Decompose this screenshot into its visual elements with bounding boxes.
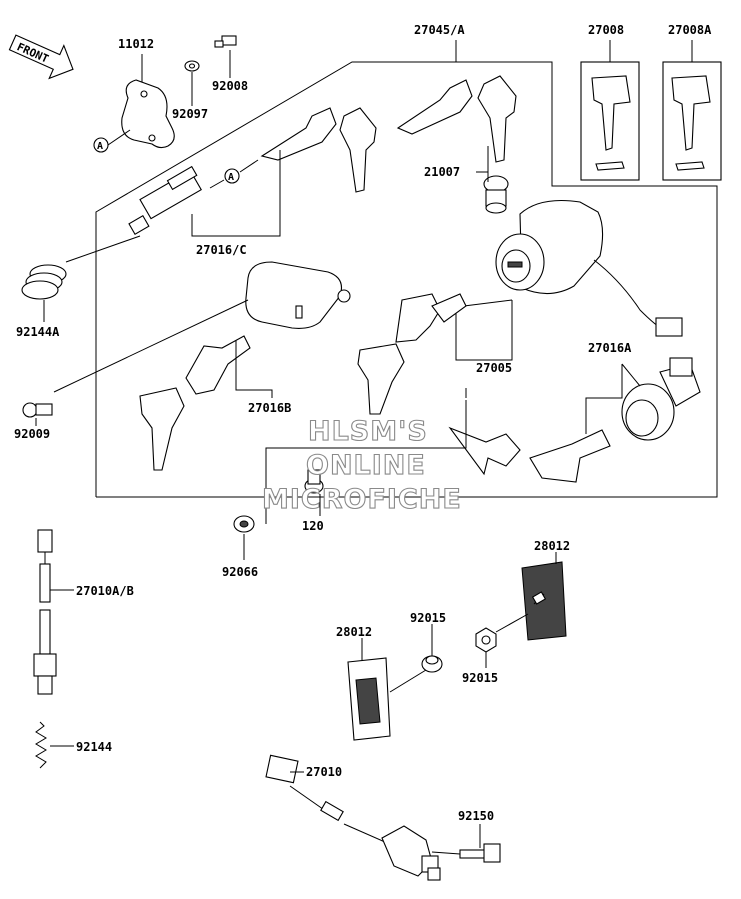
label-27016c: 27016/C xyxy=(196,243,247,257)
part-key-pair-27016c xyxy=(260,107,377,193)
label-27016b: 27016B xyxy=(248,401,291,415)
svg-text:MICROFICHE: MICROFICHE xyxy=(262,484,462,515)
label-27008: 27008 xyxy=(588,23,624,37)
part-key-cylinder-27016c xyxy=(128,165,202,235)
label-92009: 92009 xyxy=(14,427,50,441)
label-27005: 27005 xyxy=(476,361,512,375)
part-key-card-27008a xyxy=(662,61,722,181)
part-spring-92144a xyxy=(21,264,67,300)
part-cap-21007 xyxy=(483,175,509,214)
label-92066: 92066 xyxy=(222,565,258,579)
part-bolt-92150 xyxy=(459,843,501,863)
label-27010: 27010 xyxy=(306,765,342,779)
label-92144: 92144 xyxy=(76,740,112,754)
part-spring-92144 xyxy=(35,721,47,769)
part-screw-92008 xyxy=(214,35,237,48)
watermark: HLSM'S ONLINE MICROFICHE xyxy=(261,415,462,515)
part-key-pair-27005 xyxy=(357,293,467,415)
part-plate-11012 xyxy=(121,79,175,149)
part-key-pair-27016b xyxy=(139,335,251,471)
label-28012-right: 28012 xyxy=(534,539,570,553)
svg-text:A: A xyxy=(97,141,103,152)
label-28012-left: 28012 xyxy=(336,625,372,639)
label-92097: 92097 xyxy=(172,107,208,121)
part-key-pair-27016a xyxy=(448,426,611,483)
part-pad-28012-left xyxy=(347,657,391,741)
part-switch-27010ab xyxy=(33,529,57,695)
part-key-card-27008 xyxy=(580,61,640,181)
part-bolt-120 xyxy=(304,469,324,494)
label-27010ab: 27010A/B xyxy=(76,584,134,598)
label-92144a: 92144A xyxy=(16,325,60,339)
label-27008a: 27008A xyxy=(668,23,712,37)
part-ignition-switch-27005 xyxy=(495,199,683,337)
part-switch-27016a xyxy=(621,357,701,441)
svg-text:A: A xyxy=(228,172,234,183)
callout-a-icon-2: A xyxy=(224,168,240,184)
label-92015-bottom: 92015 xyxy=(462,671,498,685)
label-27045a: 27045/A xyxy=(414,23,465,37)
part-cover-27016b xyxy=(245,261,351,329)
label-11012: 11012 xyxy=(118,37,154,51)
part-washer-92097 xyxy=(184,60,200,72)
label-21007: 21007 xyxy=(424,165,460,179)
label-120: 120 xyxy=(302,519,324,533)
label-92015-top: 92015 xyxy=(410,611,446,625)
part-nut-92015 xyxy=(475,627,497,653)
label-27016a: 27016A xyxy=(588,341,632,355)
part-key-pair-27045 xyxy=(396,75,517,163)
main-assembly-outline xyxy=(95,61,718,498)
part-grommet-92066 xyxy=(233,515,255,533)
callout-a-icon-1: A xyxy=(93,137,109,153)
svg-text:ONLINE: ONLINE xyxy=(306,450,426,481)
front-arrow-icon: FRONT xyxy=(8,34,74,80)
part-pad-28012-right xyxy=(521,561,567,641)
part-screw-92009 xyxy=(22,402,53,418)
label-92150: 92150 xyxy=(458,809,494,823)
svg-text:HLSM'S: HLSM'S xyxy=(308,416,428,447)
part-switch-27010 xyxy=(265,754,441,881)
label-92008: 92008 xyxy=(212,79,248,93)
part-washer-92015 xyxy=(421,655,443,673)
